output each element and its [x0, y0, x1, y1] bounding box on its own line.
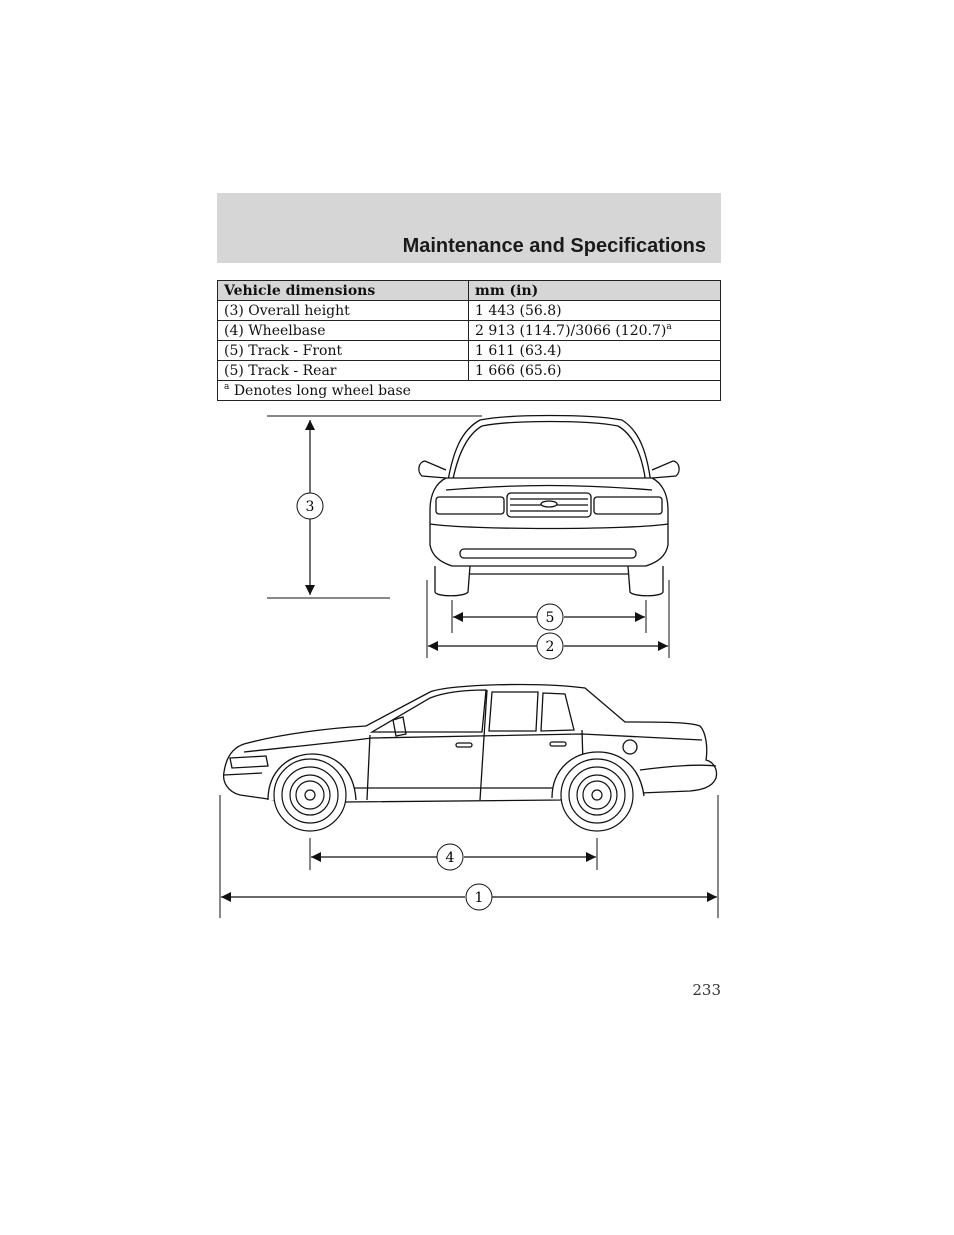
front-wheel: [273, 758, 347, 832]
dimension-value: 1 666 (65.6): [468, 360, 721, 381]
table-row: (5) Track - Rear 1 666 (65.6): [217, 360, 721, 381]
callout-1: 1: [475, 890, 484, 906]
overall-length-dimension: 1: [219, 795, 719, 918]
callout-4: 4: [446, 850, 455, 866]
rear-wheel: [560, 758, 634, 832]
dimension-label: (5) Track - Front: [217, 340, 469, 361]
overall-height-dimension: 3: [267, 415, 482, 599]
page-number: 233: [692, 981, 721, 999]
table-row: (4) Wheelbase 2 913 (114.7)/3066 (120.7)…: [217, 320, 721, 341]
vehicle-dimensions-table: Vehicle dimensions mm (in) (3) Overall h…: [217, 280, 721, 401]
car-front-view: [418, 414, 680, 597]
callout-5: 5: [546, 610, 555, 626]
wheelbase-dimension: 4: [309, 838, 598, 871]
callout-2: 2: [546, 639, 555, 655]
footnote: a Denotes long wheel base: [217, 380, 721, 401]
footnote-row: a Denotes long wheel base: [217, 380, 721, 401]
column-header: Vehicle dimensions: [217, 280, 469, 301]
dimension-value: 1 611 (63.4): [468, 340, 721, 361]
section-title: Maintenance and Specifications: [402, 235, 706, 257]
footnote-marker: a: [666, 321, 672, 332]
table-row: (5) Track - Front 1 611 (63.4): [217, 340, 721, 361]
overall-width-dimension: 2: [426, 580, 670, 660]
track-dimension: 5: [451, 600, 647, 633]
section-header: Maintenance and Specifications: [217, 193, 721, 263]
callout-3: 3: [306, 499, 315, 515]
